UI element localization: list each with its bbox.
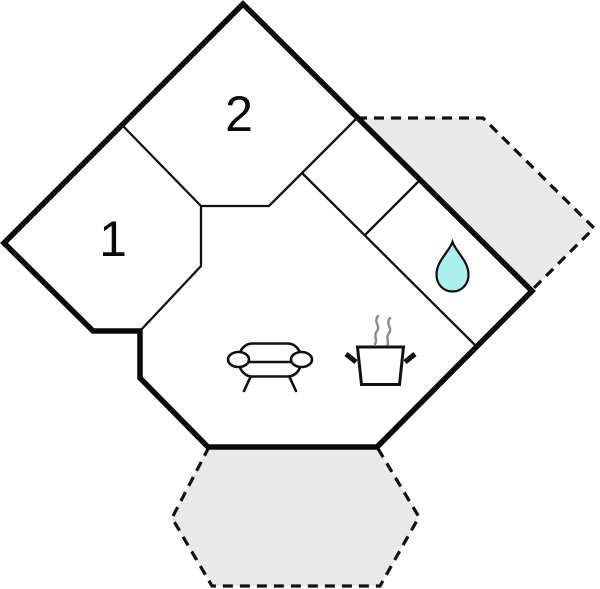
sofa-icon — [226, 342, 314, 393]
pot-handle-right — [403, 352, 417, 364]
sofa-armrest-right — [289, 350, 314, 369]
room-label-1: 1 — [99, 211, 127, 267]
sofa-armrest-left — [226, 350, 251, 369]
pot-handle-left — [344, 352, 358, 364]
cooking-pot-icon — [344, 314, 417, 386]
pot-body — [355, 345, 406, 386]
water-drop-icon — [435, 238, 470, 293]
sofa-leg-left — [242, 374, 253, 393]
interior-walls — [121, 117, 478, 348]
terrace-lower — [170, 445, 421, 588]
sofa-leg-right — [287, 374, 298, 393]
steam-icon — [373, 314, 392, 348]
outer-walls — [0, 0, 536, 450]
room-label-2: 2 — [225, 86, 253, 142]
